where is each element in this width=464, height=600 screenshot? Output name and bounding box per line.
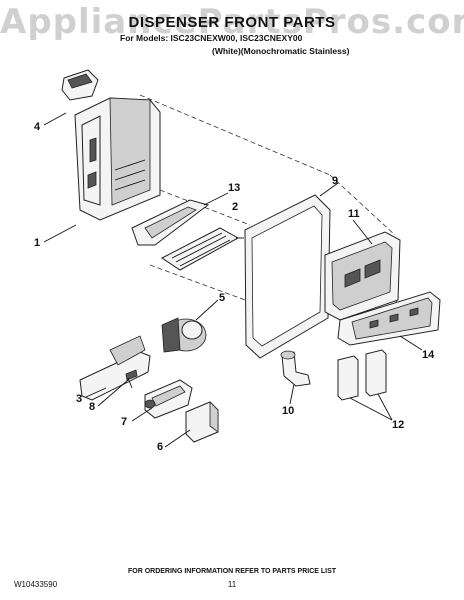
callout-12: 12	[392, 419, 404, 431]
part-8-screw	[125, 369, 138, 389]
callout-11: 11	[348, 208, 360, 220]
part-4-actuator-cup	[61, 69, 99, 101]
part-10-water-fitting	[280, 350, 311, 387]
part-12-button-covers	[337, 349, 387, 401]
part-7-switch	[144, 379, 193, 419]
callout-5: 5	[219, 292, 225, 304]
part-6-paddle	[185, 401, 219, 443]
callout-labels: 1 2 3 4 5 6 7 8 9 10 11 12 13 14	[34, 121, 435, 453]
part-9-gasket-frame	[244, 194, 331, 359]
part-2-grille	[161, 227, 240, 271]
document-number: W10433590	[14, 580, 58, 589]
watermark: AppliancePartsPros.com	[0, 2, 464, 42]
callout-14: 14	[422, 349, 435, 361]
part-3-bracket	[79, 335, 151, 401]
page-number: 11	[227, 580, 237, 589]
callout-13: 13	[228, 182, 240, 194]
leader-lines	[43, 112, 423, 448]
part-14-front-panel	[337, 291, 441, 346]
part-5-motor	[161, 317, 207, 353]
callout-10: 10	[282, 405, 294, 417]
part-13-drip-tray	[131, 199, 210, 246]
callout-8: 8	[89, 401, 95, 413]
callout-6: 6	[157, 441, 163, 453]
callout-4: 4	[34, 121, 41, 133]
callout-9: 9	[332, 175, 338, 187]
part-1-dispenser-housing	[74, 97, 161, 221]
model-colors: (White)(Monochromatic Stainless)	[212, 46, 350, 56]
callout-3: 3	[76, 393, 82, 405]
model-numbers: For Models: ISC23CNEXW00, ISC23CNEXY00	[120, 33, 303, 43]
callout-2: 2	[232, 201, 238, 213]
part-11-control-board	[324, 231, 401, 321]
ordering-note: FOR ORDERING INFORMATION REFER TO PARTS …	[127, 568, 337, 575]
page-title: DISPENSER FRONT PARTS	[128, 14, 336, 31]
callout-1: 1	[34, 237, 40, 249]
callout-7: 7	[121, 416, 127, 428]
